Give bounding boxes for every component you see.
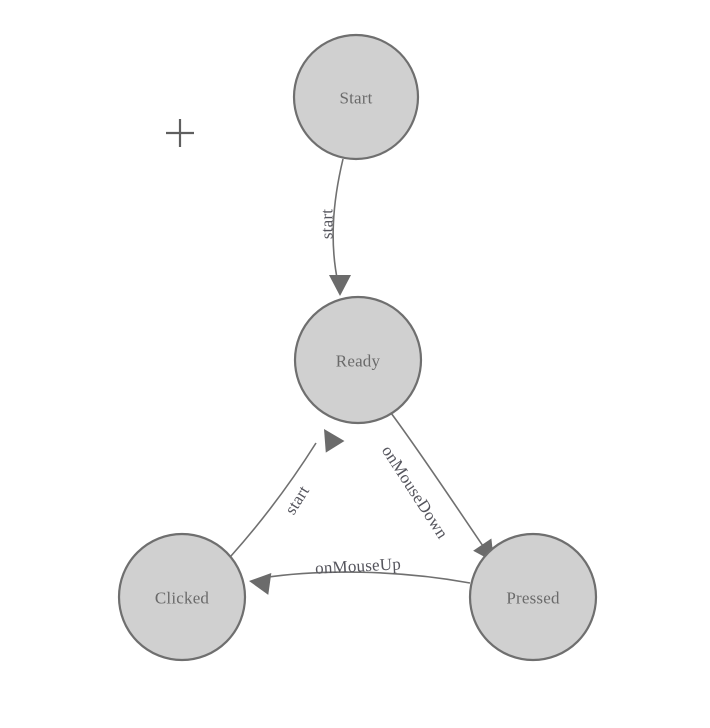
state-node-start[interactable]: Start (292, 33, 420, 161)
node-layer: Start Ready Clicked Pressed (117, 33, 598, 662)
node-label: Start (339, 89, 372, 108)
node-label: Pressed (506, 589, 560, 608)
node-shape[interactable] (292, 33, 420, 161)
edge-path[interactable] (332, 158, 344, 284)
node-shape[interactable] (117, 532, 247, 662)
edge-label-onmousedown: onMouseDown (378, 442, 452, 542)
node-shape[interactable] (293, 295, 423, 425)
state-node-ready[interactable]: Ready (293, 295, 423, 425)
edge-pressed-to-clicked[interactable]: onMouseUp (247, 554, 471, 595)
node-label: Clicked (155, 589, 210, 608)
node-shape[interactable] (468, 532, 598, 662)
edge-label-onmouseup: onMouseUp (315, 554, 402, 577)
state-node-clicked[interactable]: Clicked (117, 532, 247, 662)
node-label: Ready (336, 352, 381, 371)
arrowhead-icon (329, 275, 351, 296)
edge-ready-to-pressed[interactable]: onMouseDown (378, 412, 503, 568)
edge-path[interactable] (390, 412, 486, 550)
edge-clicked-to-ready[interactable]: start (230, 423, 345, 557)
edge-path[interactable] (230, 442, 317, 557)
edge-label-start: start (318, 209, 337, 239)
arrowhead-icon (324, 429, 345, 453)
edge-start-to-ready[interactable]: start (318, 158, 352, 296)
edge-path[interactable] (261, 571, 471, 584)
state-node-pressed[interactable]: Pressed (468, 532, 598, 662)
arrowhead-icon (249, 573, 272, 595)
crosshair-marker-icon (166, 119, 194, 147)
